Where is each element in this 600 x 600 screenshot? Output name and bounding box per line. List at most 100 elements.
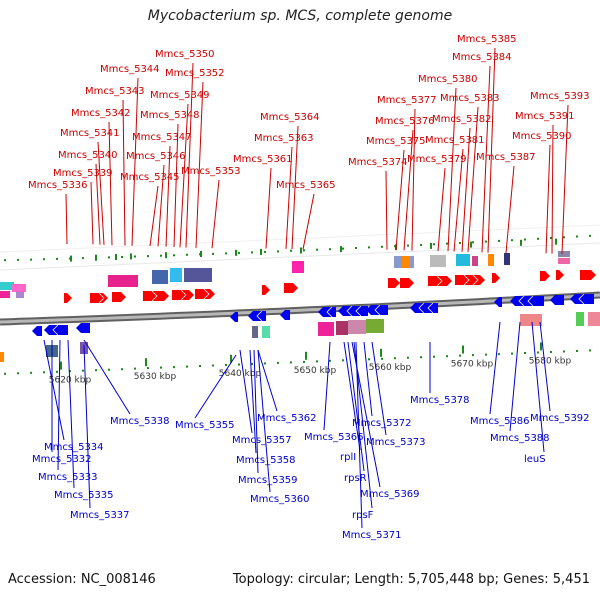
tick-dot bbox=[251, 251, 253, 254]
reverse-gene-arrow bbox=[494, 297, 502, 307]
tick-dot bbox=[95, 369, 97, 372]
bottom-gene-label-text: Mmcs_5332 bbox=[32, 454, 92, 465]
tick-dot bbox=[264, 362, 266, 365]
label-leader-line bbox=[108, 121, 113, 246]
tick-dot bbox=[238, 251, 240, 254]
gene-feature-box bbox=[456, 254, 470, 266]
tick-dot bbox=[316, 248, 318, 251]
gene-feature-box bbox=[292, 261, 304, 273]
tick-dot bbox=[394, 357, 396, 360]
tick-dot bbox=[368, 358, 370, 361]
gene-feature-box bbox=[588, 312, 600, 326]
bottom-gene-label-text: Mmcs_5355 bbox=[175, 420, 235, 431]
gene-feature-box bbox=[318, 322, 334, 336]
label-leader-line bbox=[131, 77, 139, 246]
gene-feature-box bbox=[252, 326, 258, 338]
top-gene-label: Mmcs_5393 bbox=[530, 91, 590, 254]
label-leader-line bbox=[505, 165, 515, 254]
tick-dot bbox=[108, 368, 110, 371]
top-gene-label-text: Mmcs_5364 bbox=[260, 112, 320, 123]
gene-feature-box bbox=[366, 319, 384, 333]
forward-gene-divider bbox=[472, 274, 479, 286]
scale-tick bbox=[305, 351, 307, 360]
label-leader-line bbox=[291, 125, 299, 250]
reverse-gene-arrow bbox=[510, 296, 544, 306]
bottom-gene-label: Mmcs_5366 bbox=[304, 341, 364, 443]
tick-dot bbox=[225, 364, 227, 366]
ring-outline bbox=[0, 242, 600, 271]
tick-dot bbox=[17, 372, 19, 375]
label-leader-line bbox=[355, 341, 363, 529]
tick-dot bbox=[472, 354, 474, 357]
label-leader-line bbox=[545, 144, 551, 254]
bottom-gene-label: Mmcs_5386 bbox=[470, 321, 530, 427]
tick-dot bbox=[472, 241, 474, 244]
tick-dot bbox=[550, 351, 552, 353]
bottom-gene-label-text: rplI bbox=[340, 452, 356, 463]
label-leader-line bbox=[122, 99, 126, 246]
bottom-gene-label-text: Mmcs_5358 bbox=[236, 455, 296, 466]
bottom-gene-label: Mmcs_5358 bbox=[236, 349, 296, 466]
tick-dot bbox=[186, 253, 188, 256]
top-gene-label-text: Mmcs_5381 bbox=[425, 135, 485, 146]
tick-dot bbox=[485, 240, 487, 243]
label-leader-line bbox=[489, 321, 501, 415]
label-leader-line bbox=[395, 149, 405, 251]
bottom-gene-label-text: Mmcs_5337 bbox=[70, 510, 130, 521]
reverse-gene-arrow bbox=[230, 312, 238, 322]
tick-dot bbox=[485, 353, 487, 356]
top-gene-label: Mmcs_5348 bbox=[140, 110, 200, 248]
top-gene-label: Mmcs_5379 bbox=[407, 154, 467, 251]
forward-gene-arrow bbox=[195, 289, 215, 299]
tick-dot bbox=[329, 248, 331, 251]
top-gene-label-text: Mmcs_5353 bbox=[181, 166, 241, 177]
forward-gene-divider bbox=[436, 275, 443, 287]
scale-tick-label: 5650 kbp bbox=[294, 366, 337, 376]
forward-gene-arrow bbox=[64, 293, 72, 303]
label-leader-line bbox=[551, 124, 554, 254]
tick-dot bbox=[43, 258, 45, 261]
bottom-gene-label: leuS bbox=[524, 321, 546, 465]
tick-dot bbox=[290, 361, 292, 364]
label-leader-line bbox=[481, 65, 491, 253]
tick-dot bbox=[173, 254, 175, 257]
minor-tick bbox=[340, 246, 342, 253]
top-gene-label-text: Mmcs_5393 bbox=[530, 91, 590, 102]
top-gene-label-text: Mmcs_5390 bbox=[512, 131, 572, 142]
top-gene-label: Mmcs_5390 bbox=[512, 131, 572, 254]
gene-feature-box bbox=[520, 314, 542, 326]
reverse-gene-arrow bbox=[366, 305, 388, 315]
reverse-gene-arrow bbox=[32, 326, 42, 336]
top-gene-label-text: Mmcs_5339 bbox=[53, 168, 113, 179]
top-gene-label-text: Mmcs_5336 bbox=[28, 180, 88, 191]
tick-dot bbox=[160, 254, 162, 257]
bottom-gene-label: Mmcs_5360 bbox=[250, 349, 310, 505]
tick-dot bbox=[576, 235, 578, 238]
bottom-gene-label-text: Mmcs_5366 bbox=[304, 432, 364, 443]
gene-feature-box bbox=[262, 326, 270, 338]
label-leader-line bbox=[531, 321, 545, 453]
tick-dot bbox=[524, 352, 526, 354]
top-gene-label: Mmcs_5375 bbox=[366, 136, 426, 251]
reverse-gene-arrow bbox=[570, 294, 594, 304]
tick-dot bbox=[30, 371, 32, 374]
scale-tick bbox=[60, 361, 62, 370]
label-leader-line bbox=[97, 141, 105, 245]
gene-feature-box bbox=[558, 258, 570, 264]
gene-feature-box bbox=[16, 292, 24, 298]
tick-dot bbox=[56, 370, 58, 373]
reverse-gene-divider bbox=[52, 324, 59, 336]
tick-dot bbox=[43, 371, 45, 374]
reverse-gene-divider bbox=[427, 302, 434, 314]
reverse-gene-arrow bbox=[280, 310, 290, 320]
tick-dot bbox=[537, 351, 539, 354]
bottom-gene-label: Mmcs_5338 bbox=[83, 339, 170, 427]
reverse-gene-divider bbox=[527, 295, 534, 307]
top-gene-label: Mmcs_5336 bbox=[28, 180, 88, 245]
top-gene-label-text: Mmcs_5377 bbox=[377, 95, 437, 106]
scale-tick-label: 5660 kbp bbox=[369, 363, 412, 373]
tick-dot bbox=[342, 359, 344, 362]
forward-gene-arrow bbox=[172, 290, 194, 300]
top-gene-label: Mmcs_5347 bbox=[132, 132, 192, 247]
